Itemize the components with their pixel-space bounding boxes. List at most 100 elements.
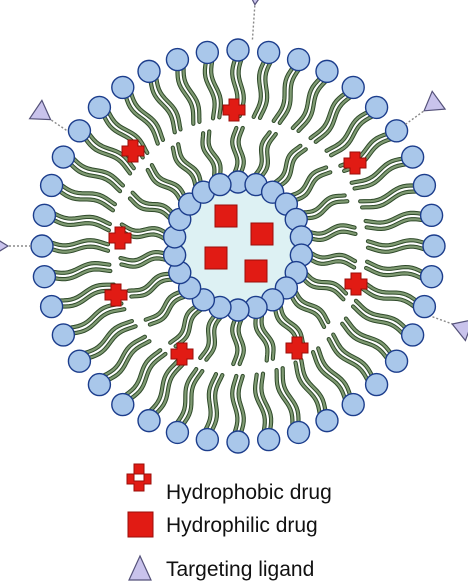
ligand-tether <box>251 0 256 40</box>
legend-item-hydrophilic: Hydrophilic drug <box>127 511 318 538</box>
hydrophilic-drug-icon <box>214 204 238 228</box>
outer-lipid-tail-fill <box>149 359 179 412</box>
outer-lipid-tail-fill <box>69 163 122 193</box>
outer-lipid-tail-fill <box>124 349 162 396</box>
outer-lipid-head <box>195 427 220 452</box>
lipid-heads-layer <box>30 38 446 454</box>
outer-lipid-tail-fill <box>124 96 159 145</box>
inner-lipid-tail <box>127 196 172 221</box>
outer-lipid-head <box>286 47 311 72</box>
outer-lipid-tail-fill <box>359 184 416 203</box>
inner-lipid-tail-fill <box>131 191 174 214</box>
inner-lipid-tail-fill <box>260 133 277 177</box>
outer-lipid-tail-fill <box>107 111 149 154</box>
inner-lipid-tail-fill <box>174 308 202 348</box>
outer-lipid-head <box>87 95 112 120</box>
outer-lipid-head <box>419 203 444 228</box>
hydrophobic-drug-icon <box>222 98 246 122</box>
legend-item-ligand: Targeting ligand <box>128 554 314 581</box>
inner-lipid-tail-fill <box>205 316 222 361</box>
targeting-ligand-icon <box>251 0 259 6</box>
hydrophilic-drug-icon <box>204 246 228 270</box>
outer-lipid-tail-fill <box>360 286 416 308</box>
outer-lipid-tail-fill <box>300 358 327 412</box>
inner-lipid-tail-fill <box>231 318 239 366</box>
hydrophobic-drug-icon <box>104 283 128 307</box>
outer-lipid-tail-fill <box>291 77 321 130</box>
outer-lipid-tail-fill <box>275 369 294 425</box>
lavender-triangle-icon <box>128 554 152 581</box>
hydrophobic-drug-icon <box>343 151 367 175</box>
outer-lipid-head <box>67 119 92 143</box>
outer-lipid-head <box>111 75 135 100</box>
inner-lipid-tail-fill <box>294 171 332 202</box>
outer-lipid-tail-fill <box>317 347 352 396</box>
inner-lipid-tail-fill <box>309 258 356 269</box>
inner-lipid-tail-fill <box>207 130 222 176</box>
outer-lipid-head <box>341 75 365 100</box>
outer-lipid-tail-fill <box>176 68 195 125</box>
outer-lipid-head <box>315 408 339 433</box>
inner-lipid-tail-fill <box>128 197 171 220</box>
outer-lipid-tail-fill <box>60 184 116 206</box>
inner-lipid-tail-fill <box>279 148 307 187</box>
red-square-icon <box>127 511 154 538</box>
outer-lipid-tail-fill <box>351 305 404 335</box>
inner-lipid-tail <box>304 271 349 296</box>
inner-lipid-tail-fill <box>294 290 330 324</box>
outer-lipid-tail-fill <box>176 368 198 424</box>
outer-lipid-head <box>315 59 339 84</box>
outer-lipid-head <box>30 234 54 258</box>
inner-lipid-tail-fill <box>127 272 171 292</box>
hydrophobic-drug-icon <box>285 336 309 360</box>
aqueous-core-fill <box>178 186 298 306</box>
outer-lipid-head <box>422 234 446 258</box>
targeting-ligand-icon <box>451 320 468 342</box>
inner-lipid-tail-fill <box>305 272 348 295</box>
targeting-ligand-icon <box>0 240 10 252</box>
inner-lipid-tail-fill <box>120 257 167 268</box>
outer-lipid-tail-fill <box>325 111 369 152</box>
outer-lipid-tail-fill <box>88 325 137 360</box>
outer-lipid-head <box>412 294 437 319</box>
outer-lipid-tail-fill <box>237 374 245 434</box>
inner-lipid-tail-fill <box>171 146 197 187</box>
outer-lipid-tail-fill <box>84 319 133 354</box>
inner-lipid-tail-fill <box>130 278 174 298</box>
inner-lipid-tail <box>176 142 203 185</box>
outer-lipid-tail-fill <box>344 317 392 354</box>
outer-lipid-head <box>400 145 425 169</box>
outer-lipid-head <box>226 430 250 454</box>
outer-lipid-tail-fill <box>103 335 146 377</box>
inner-lipid-tail-fill <box>237 318 245 366</box>
outer-lipid-head <box>39 173 64 198</box>
outer-lipid-tail-fill <box>327 338 369 381</box>
legend-label-hydrophobic: Hydrophobic drug <box>166 481 332 504</box>
inner-lipid-tail-fill <box>201 132 216 177</box>
inner-lipid-tail-fill <box>290 295 326 328</box>
outer-lipid-head <box>419 264 444 289</box>
outer-lipid-head <box>67 349 92 373</box>
inner-lipid-tail-fill <box>254 131 271 176</box>
inner-lipid-tail-fill <box>310 230 357 242</box>
outer-lipid-tail-fill <box>149 80 176 134</box>
outer-lipid-head <box>341 392 365 417</box>
outer-lipid-tail-fill <box>52 218 110 232</box>
outer-lipid-tail-fill <box>253 373 266 432</box>
outer-lipid-tail-fill <box>365 266 423 280</box>
outer-lipid-tail-fill <box>366 260 424 274</box>
hydrophobic-drug-icon <box>121 139 145 163</box>
outer-lipid-tail-fill <box>364 211 423 224</box>
inner-lipid-head <box>208 172 232 197</box>
outer-lipid-tail-fill <box>366 239 426 247</box>
outer-lipid-head <box>165 47 190 72</box>
outer-lipid-tail-fill <box>366 245 426 253</box>
inner-lipid-tail-fill <box>309 224 356 235</box>
inner-lipid-tail-fill <box>302 278 345 301</box>
outer-lipid-head <box>364 372 389 397</box>
lipid-tails-layer <box>49 57 427 435</box>
hydrophobic-drug-icon <box>170 342 194 366</box>
inner-lipid-tail-fill <box>120 223 167 234</box>
inner-lipid-tail <box>143 289 183 322</box>
outer-lipid-head <box>39 294 64 319</box>
